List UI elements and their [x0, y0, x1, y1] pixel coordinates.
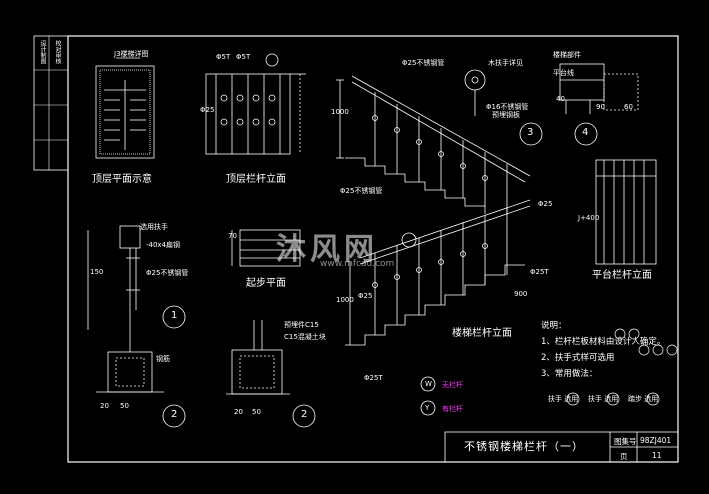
annotation-dim-1000-b: 1000: [336, 296, 354, 304]
annotation-pre-bolt: 预埋件C15: [284, 321, 319, 329]
watermark-url: www.mfcad.com: [320, 259, 395, 269]
binding-strip-text: 设计制图: [38, 40, 47, 166]
legend-w-symbol-circle: [420, 376, 436, 392]
title-block: [444, 431, 679, 463]
annotation-60: 60: [624, 103, 633, 111]
legend-y-symbol-circle: [420, 400, 436, 416]
annotation-d16-stainless: Φ16不锈钢管: [486, 103, 529, 111]
detail-marker-1: 1: [171, 310, 178, 321]
binding-strip-text-2: 校对审核: [53, 40, 62, 166]
binding-strip: [33, 35, 69, 171]
strip-item: 设: [39, 40, 46, 46]
drawing-frame: [67, 35, 679, 463]
detail-2w: [96, 310, 186, 428]
strip-item: 对: [54, 46, 61, 52]
strip-item: 制: [39, 52, 46, 58]
atlas-number: 98ZJ401: [640, 436, 672, 445]
notes-item-3c: 踏步 选用: [628, 395, 659, 403]
notes-item-2: 2、扶手式样可选用: [541, 353, 615, 363]
annotation-d05t-a: Φ5T: [216, 53, 231, 61]
annotation-dim-900: 900: [514, 290, 528, 298]
detail-marker-2w: 2: [171, 409, 178, 420]
annotation-d25-c: Φ25: [358, 292, 373, 300]
detail-4: [559, 63, 639, 146]
annotation-concrete-block: C15混凝土块: [284, 333, 326, 341]
annotation-dim-1000-a: 1000: [331, 108, 349, 116]
annotation-wood-handrail: 选用扶手: [140, 223, 168, 231]
strip-item: 核: [54, 58, 61, 64]
detail-1: [87, 225, 186, 330]
detail-marker-4: 4: [582, 127, 589, 138]
annotation-steel-label: 钢筋: [156, 355, 170, 363]
atlas-label: 图集号: [614, 437, 637, 446]
notes-item-3: 3、常用做法：: [541, 369, 598, 379]
view-caption-top-floor-plan: 顶层平面示意: [92, 174, 152, 185]
view-caption-step-plan: 起步平面: [246, 278, 286, 289]
annotation-detail-50b: 50: [252, 408, 261, 416]
annotation-j-detail: J3楼梯详图: [114, 50, 149, 58]
annotation-d05t-b: Φ5T: [236, 53, 251, 61]
detail-marker-3: 3: [527, 127, 534, 138]
annotation-handrail-detail: 木扶手详见: [488, 59, 523, 67]
annotation-d25-b: Φ25: [538, 200, 553, 208]
notes-block: 说明： 1、栏杆栏板材料由设计人确定。 2、扶手式样可选用 3、常用做法：: [541, 318, 665, 382]
stair-elevation: [336, 69, 543, 346]
view-caption-stair-railing: 楼梯栏杆立面: [452, 328, 512, 339]
page-number: 11: [652, 451, 662, 460]
annotation-section-40x4: -40x4扁钢: [146, 241, 181, 249]
watermark-brand: 沐风网: [276, 232, 378, 267]
annotation-90: 90: [596, 103, 605, 111]
drawing-title: 不锈钢楼梯栏杆（一）: [464, 440, 584, 453]
annotation-detail-20b: 20: [234, 408, 243, 416]
notes-detail-circles: [566, 328, 678, 406]
page-label: 页: [620, 452, 628, 461]
top-railing-elevation: [205, 53, 306, 155]
strip-item: 计: [39, 46, 46, 52]
step-plan: [231, 229, 301, 267]
annotation-d25-a: Φ25: [200, 106, 215, 114]
view-caption-platform-railing: 平台栏杆立面: [592, 270, 652, 281]
annotation-detail-20: 20: [100, 402, 109, 410]
annotation-d25-step: Φ25不锈钢管: [146, 269, 189, 277]
annotation-embed-plate: 预埋钢板: [492, 111, 520, 119]
platform-railing-elevation: [595, 159, 657, 265]
annotation-d25t: Φ25T: [530, 268, 549, 276]
annotation-detail-50: 50: [120, 402, 129, 410]
annotation-s40: 40: [556, 95, 565, 103]
strip-item: 审: [54, 52, 61, 58]
detail-marker-2y: 2: [301, 409, 308, 420]
annotation-platform-label: 平台线: [553, 69, 574, 77]
strip-item: 图: [39, 58, 46, 64]
notes-item-1: 1、栏杆栏板材料由设计人确定。: [541, 337, 666, 347]
annotation-j400: J+400: [578, 214, 600, 222]
annotation-dim-70: 70: [228, 232, 237, 240]
legend-y-symbol: Y: [425, 404, 430, 412]
annotation-d25t-bottom: Φ25T: [364, 374, 383, 382]
annotation-d25-stainless-tube: Φ25不锈钢管: [340, 187, 383, 195]
notes-heading: 说明：: [541, 321, 567, 331]
view-caption-top-railing: 顶层栏杆立面: [226, 174, 286, 185]
annotation-dim-150: 150: [90, 268, 104, 276]
notes-item-3b: 扶手 选用: [588, 395, 619, 403]
notes-item-3a: 扶手 选用: [548, 395, 579, 403]
legend-y-text: 有栏杆: [442, 405, 463, 413]
legend-w-text: 无栏杆: [442, 381, 463, 389]
legend-w-symbol: W: [425, 380, 432, 388]
annotation-d25-stainless: Φ25不锈钢管: [402, 59, 445, 67]
annotation-stair-parts: 楼梯部件: [553, 51, 581, 59]
strip-item: 校: [54, 40, 61, 46]
top-floor-plan: [95, 57, 155, 159]
detail-2y: [226, 320, 316, 428]
